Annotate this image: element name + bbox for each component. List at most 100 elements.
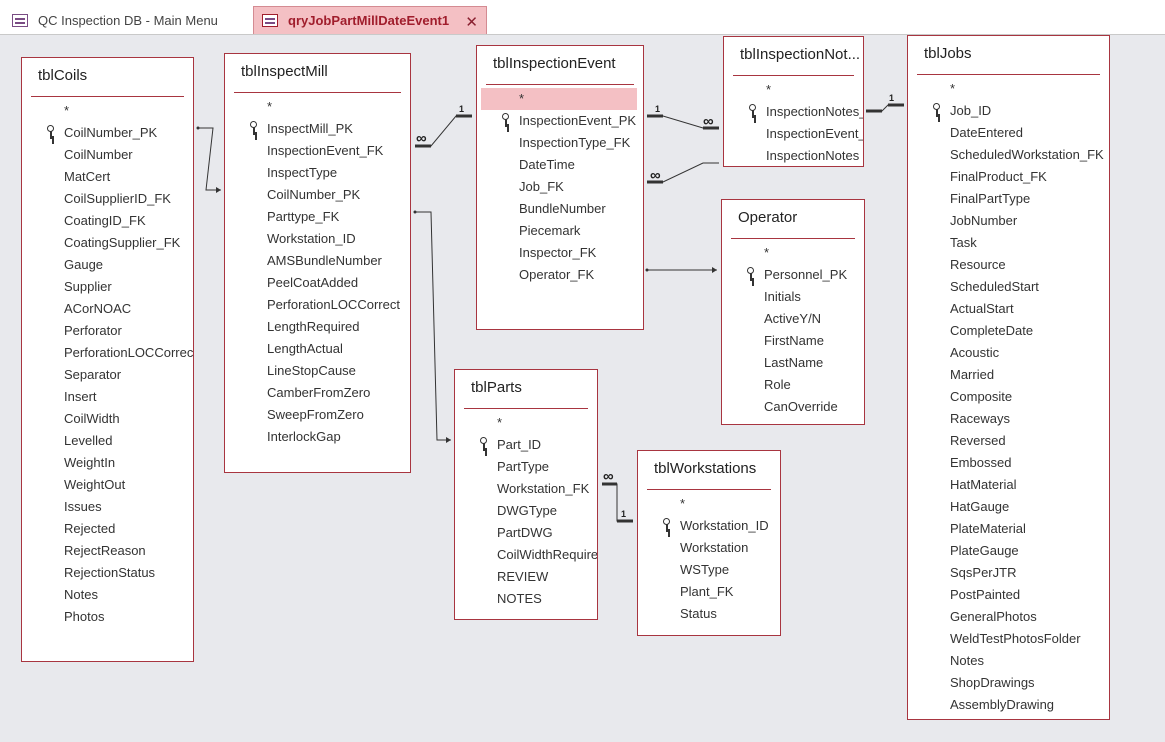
field-item[interactable]: Status — [638, 603, 780, 625]
field-item[interactable]: Role — [722, 374, 864, 396]
field-item[interactable]: CoilNumber_PK — [225, 184, 410, 206]
field-item[interactable]: CamberFromZero — [225, 382, 410, 404]
field-item[interactable]: Inspector_FK — [477, 242, 643, 264]
field-item[interactable]: Resource — [908, 254, 1109, 276]
field-item[interactable]: Task — [908, 232, 1109, 254]
field-item[interactable]: WeightIn — [22, 452, 193, 474]
field-item[interactable]: InspectionEvent_ — [724, 123, 863, 145]
field-all-columns[interactable]: * — [638, 493, 780, 515]
field-item[interactable]: CoilNumber — [22, 144, 193, 166]
field-item[interactable]: Job_FK — [477, 176, 643, 198]
field-item[interactable]: Part_ID — [455, 434, 597, 456]
field-item[interactable]: CoilWidthRequired — [455, 544, 597, 566]
field-item[interactable]: Photos — [22, 606, 193, 628]
field-item[interactable]: Insert — [22, 386, 193, 408]
field-item[interactable]: Composite — [908, 386, 1109, 408]
field-item[interactable]: Perforator — [22, 320, 193, 342]
field-item[interactable]: WSType — [638, 559, 780, 581]
field-item[interactable]: InspectType — [225, 162, 410, 184]
field-item[interactable]: Notes — [22, 584, 193, 606]
field-item[interactable]: Job_ID — [908, 100, 1109, 122]
field-item[interactable]: InspectionNotes_ — [724, 101, 863, 123]
field-item[interactable]: Raceways — [908, 408, 1109, 430]
field-item[interactable]: PartType — [455, 456, 597, 478]
field-item[interactable]: AMSBundleNumber — [225, 250, 410, 272]
field-item[interactable]: CoilWidth — [22, 408, 193, 430]
field-item[interactable]: LengthRequired — [225, 316, 410, 338]
field-item[interactable]: JobNumber — [908, 210, 1109, 232]
field-item[interactable]: Levelled — [22, 430, 193, 452]
field-item[interactable]: PlateMaterial — [908, 518, 1109, 540]
field-item[interactable]: Married — [908, 364, 1109, 386]
field-item[interactable]: Embossed — [908, 452, 1109, 474]
field-item[interactable]: CoilSupplierID_FK — [22, 188, 193, 210]
field-item[interactable]: DateEntered — [908, 122, 1109, 144]
field-item[interactable]: Workstation_ID — [225, 228, 410, 250]
field-item[interactable]: DWGType — [455, 500, 597, 522]
field-item[interactable]: Operator_FK — [477, 264, 643, 286]
field-all-columns[interactable]: * — [908, 78, 1109, 100]
table-tblInspectionNotes[interactable]: tblInspectionNot...*InspectionNotes_Insp… — [723, 36, 864, 167]
field-item[interactable]: Piecemark — [477, 220, 643, 242]
field-item[interactable]: DateTime — [477, 154, 643, 176]
field-item[interactable]: CoilNumber_PK — [22, 122, 193, 144]
field-item[interactable]: LengthActual — [225, 338, 410, 360]
field-item[interactable]: ShopDrawings — [908, 672, 1109, 694]
field-item[interactable]: REVIEW — [455, 566, 597, 588]
field-item[interactable]: PostPainted — [908, 584, 1109, 606]
field-all-columns[interactable]: * — [225, 96, 410, 118]
tab-main-menu[interactable]: QC Inspection DB - Main Menu — [0, 6, 252, 34]
field-item[interactable]: HatMaterial — [908, 474, 1109, 496]
field-all-columns[interactable]: * — [722, 242, 864, 264]
field-item[interactable]: ScheduledStart — [908, 276, 1109, 298]
field-item[interactable]: CoatingSupplier_FK — [22, 232, 193, 254]
field-item[interactable]: FinalProduct_FK — [908, 166, 1109, 188]
field-item[interactable]: Workstation_ID — [638, 515, 780, 537]
field-item[interactable]: FirstName — [722, 330, 864, 352]
field-all-columns[interactable]: * — [455, 412, 597, 434]
field-item[interactable]: Plant_FK — [638, 581, 780, 603]
field-item[interactable]: RejectionStatus — [22, 562, 193, 584]
field-item[interactable]: Initials — [722, 286, 864, 308]
field-item[interactable]: Notes — [908, 650, 1109, 672]
field-item[interactable]: PartDWG — [455, 522, 597, 544]
field-item[interactable]: Issues — [22, 496, 193, 518]
tab-query-design[interactable]: qryJobPartMillDateEvent1 ✕ — [253, 6, 487, 34]
field-item[interactable]: PlateGauge — [908, 540, 1109, 562]
field-item[interactable]: RejectReason — [22, 540, 193, 562]
field-all-columns[interactable]: * — [724, 79, 863, 101]
field-item[interactable]: Workstation — [638, 537, 780, 559]
field-item[interactable]: LineStopCause — [225, 360, 410, 382]
field-item[interactable]: InspectionType_FK — [477, 132, 643, 154]
field-item[interactable]: BundleNumber — [477, 198, 643, 220]
field-item[interactable]: WeldTestPhotosFolder — [908, 628, 1109, 650]
field-item[interactable]: Separator — [22, 364, 193, 386]
field-item[interactable]: InspectMill_PK — [225, 118, 410, 140]
field-item[interactable]: PerforationLOCCorrect — [225, 294, 410, 316]
field-item[interactable]: MatCert — [22, 166, 193, 188]
close-tab-icon[interactable]: ✕ — [465, 14, 478, 31]
field-item[interactable]: ScheduledWorkstation_FK — [908, 144, 1109, 166]
field-item[interactable]: AssemblyDrawing — [908, 694, 1109, 716]
field-item[interactable]: HatGauge — [908, 496, 1109, 518]
field-item[interactable]: Workstation_FK — [455, 478, 597, 500]
field-item[interactable]: NOTES — [455, 588, 597, 610]
field-item[interactable]: Gauge — [22, 254, 193, 276]
field-item[interactable]: ActualStart — [908, 298, 1109, 320]
field-item[interactable]: WeightOut — [22, 474, 193, 496]
field-item[interactable]: PeelCoatAdded — [225, 272, 410, 294]
field-item[interactable]: InterlockGap — [225, 426, 410, 448]
field-item[interactable]: CanOverride — [722, 396, 864, 418]
field-item[interactable]: ActiveY/N — [722, 308, 864, 330]
field-all-columns[interactable]: * — [481, 88, 637, 110]
field-item[interactable]: ACorNOAC — [22, 298, 193, 320]
field-item[interactable]: CompleteDate — [908, 320, 1109, 342]
